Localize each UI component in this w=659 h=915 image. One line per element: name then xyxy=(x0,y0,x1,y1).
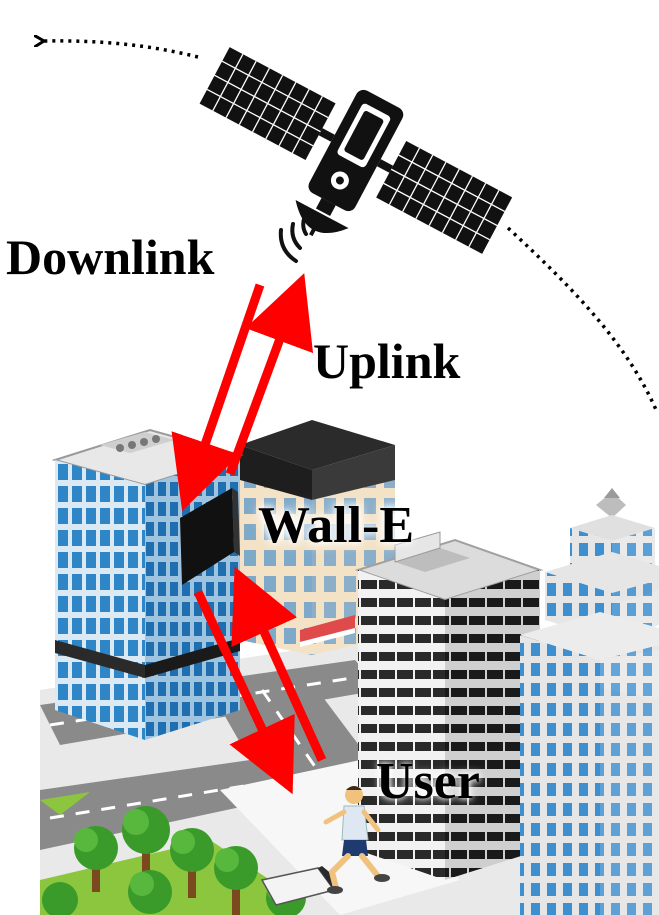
solar-panel-left xyxy=(199,47,336,160)
relay-uplink-arrow xyxy=(231,566,327,762)
downlink-label: Downlink xyxy=(6,229,215,285)
relay-downlink-arrow xyxy=(193,590,295,795)
van xyxy=(260,866,336,906)
building-gray xyxy=(354,531,544,880)
orbit-path xyxy=(44,41,659,413)
wall-e-label: Wall-E xyxy=(258,497,415,554)
uplink-arrow xyxy=(225,273,314,476)
runner-person-icon xyxy=(323,786,390,894)
tree xyxy=(214,846,258,915)
tree xyxy=(74,826,118,892)
uplink-label: Uplink xyxy=(313,333,461,389)
solar-panel-right xyxy=(376,140,513,254)
tree xyxy=(122,806,170,880)
building-blue xyxy=(51,428,244,740)
link-arrows xyxy=(171,273,327,795)
tree xyxy=(128,870,172,914)
user-label: User xyxy=(376,753,480,810)
tree xyxy=(42,882,78,915)
tree-group xyxy=(42,806,306,915)
building-skyscraper xyxy=(520,488,659,915)
tree xyxy=(170,828,214,898)
satellite-icon xyxy=(199,47,513,254)
signal-waves-icon xyxy=(278,214,308,263)
